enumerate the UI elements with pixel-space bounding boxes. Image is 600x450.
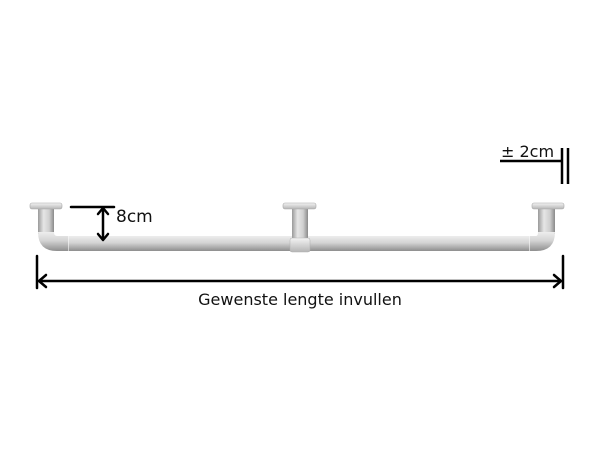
right-wall-flange (531, 202, 565, 210)
length-arrow-head-left (37, 273, 48, 289)
depth-dimension (69, 205, 116, 242)
depth-arrow-head-bottom (96, 232, 110, 242)
offset-dimension (500, 148, 570, 184)
depth-arrow-head-top (96, 206, 110, 216)
middle-support (289, 209, 311, 253)
length-label: Gewenste lengte invullen (198, 290, 402, 309)
length-arrow-head-right (552, 273, 563, 289)
middle-support-flange (282, 202, 317, 210)
left-elbow (38, 208, 68, 251)
offset-label: ± 2cm (501, 142, 555, 161)
length-dimension (35, 254, 565, 290)
right-elbow (530, 208, 555, 251)
left-wall-flange (29, 202, 63, 210)
depth-label: 8cm (116, 207, 153, 227)
